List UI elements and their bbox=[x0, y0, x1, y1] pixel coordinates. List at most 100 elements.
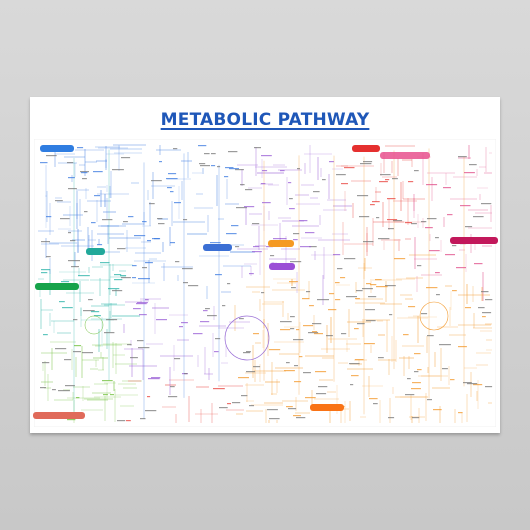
compound-node bbox=[112, 290, 123, 292]
compound-node bbox=[84, 211, 88, 213]
poster-title: METABOLIC PATHWAY bbox=[160, 110, 370, 130]
compound-node bbox=[88, 299, 93, 301]
compound-node bbox=[214, 351, 219, 353]
compound-node bbox=[114, 279, 123, 281]
compound-node bbox=[280, 321, 292, 323]
compound-node bbox=[239, 318, 244, 320]
compound-node bbox=[481, 203, 492, 205]
compound-node bbox=[235, 169, 244, 171]
compound-node bbox=[137, 302, 148, 304]
compound-node bbox=[170, 191, 174, 193]
compound-node bbox=[427, 399, 432, 401]
compound-node bbox=[362, 288, 373, 290]
compound-node bbox=[175, 261, 180, 263]
compound-node bbox=[227, 403, 231, 405]
compound-node bbox=[182, 268, 193, 270]
compound-node bbox=[412, 382, 421, 384]
compound-node bbox=[254, 147, 261, 149]
compound-node bbox=[417, 265, 422, 267]
compound-node bbox=[370, 284, 377, 286]
compound-node bbox=[270, 255, 275, 257]
compound-node bbox=[61, 281, 70, 283]
compound-node bbox=[179, 326, 183, 328]
compound-node bbox=[93, 171, 103, 173]
compound-node bbox=[427, 218, 437, 220]
compound-node bbox=[313, 191, 320, 193]
compound-node bbox=[467, 383, 478, 385]
compound-node bbox=[231, 225, 239, 227]
compound-node bbox=[82, 352, 93, 354]
compound-node bbox=[117, 420, 126, 422]
compound-node bbox=[414, 353, 421, 355]
compound-node bbox=[366, 283, 371, 285]
compound-node bbox=[429, 250, 440, 252]
compound-node bbox=[198, 145, 207, 147]
compound-node bbox=[293, 339, 304, 341]
compound-node bbox=[262, 170, 268, 172]
compound-node bbox=[151, 180, 162, 182]
compound-node bbox=[284, 370, 295, 372]
compound-node bbox=[68, 188, 77, 190]
compound-node bbox=[286, 406, 293, 408]
compound-node bbox=[60, 218, 70, 220]
compound-node bbox=[188, 285, 199, 287]
compound-node bbox=[288, 182, 292, 184]
compound-node bbox=[450, 379, 455, 381]
compound-node bbox=[224, 176, 229, 178]
compound-node bbox=[200, 165, 210, 167]
compound-node bbox=[229, 168, 239, 170]
compound-node bbox=[243, 352, 251, 354]
compound-node bbox=[269, 349, 281, 351]
compound-node bbox=[193, 333, 203, 335]
compound-node bbox=[173, 148, 178, 150]
pathway-lines bbox=[38, 144, 492, 423]
compound-node bbox=[328, 309, 337, 311]
compound-node bbox=[269, 418, 280, 420]
compound-node bbox=[482, 316, 486, 318]
compound-node bbox=[159, 161, 162, 163]
compound-node bbox=[65, 385, 75, 387]
compound-node bbox=[312, 331, 318, 333]
compound-node bbox=[341, 333, 347, 335]
compound-node bbox=[245, 189, 253, 191]
compound-node bbox=[200, 321, 210, 323]
compound-node bbox=[134, 235, 146, 237]
compound-node bbox=[167, 187, 172, 189]
compound-node bbox=[354, 328, 359, 330]
compound-node bbox=[316, 393, 327, 395]
compound-node bbox=[333, 254, 341, 256]
compound-node bbox=[280, 329, 291, 331]
compound-node bbox=[293, 239, 298, 241]
compound-node bbox=[474, 263, 483, 265]
compound-node bbox=[378, 357, 384, 359]
pathway-nodes bbox=[40, 145, 493, 422]
compound-node bbox=[123, 221, 128, 223]
compound-node bbox=[205, 308, 210, 310]
compound-node bbox=[174, 202, 181, 204]
cycle-circle bbox=[419, 301, 449, 331]
compound-node bbox=[213, 388, 225, 390]
compound-node bbox=[91, 311, 100, 313]
compound-node bbox=[246, 351, 251, 353]
compound-node bbox=[235, 246, 240, 248]
compound-node bbox=[289, 208, 295, 210]
compound-node bbox=[473, 384, 483, 386]
compound-node bbox=[78, 275, 90, 277]
compound-node bbox=[421, 221, 427, 223]
compound-node bbox=[204, 153, 210, 155]
compound-node bbox=[427, 335, 434, 337]
compound-node bbox=[357, 195, 369, 197]
compound-node bbox=[290, 328, 295, 330]
compound-node bbox=[80, 171, 89, 173]
compound-node bbox=[485, 386, 493, 388]
compound-node bbox=[140, 418, 146, 420]
compound-node bbox=[226, 233, 237, 235]
compound-node bbox=[368, 296, 377, 298]
compound-node bbox=[452, 290, 457, 292]
compound-node bbox=[82, 178, 87, 180]
compound-node bbox=[210, 242, 221, 244]
compound-node bbox=[211, 165, 216, 167]
compound-node bbox=[168, 173, 177, 175]
compound-node bbox=[364, 343, 375, 345]
compound-node bbox=[380, 174, 391, 176]
